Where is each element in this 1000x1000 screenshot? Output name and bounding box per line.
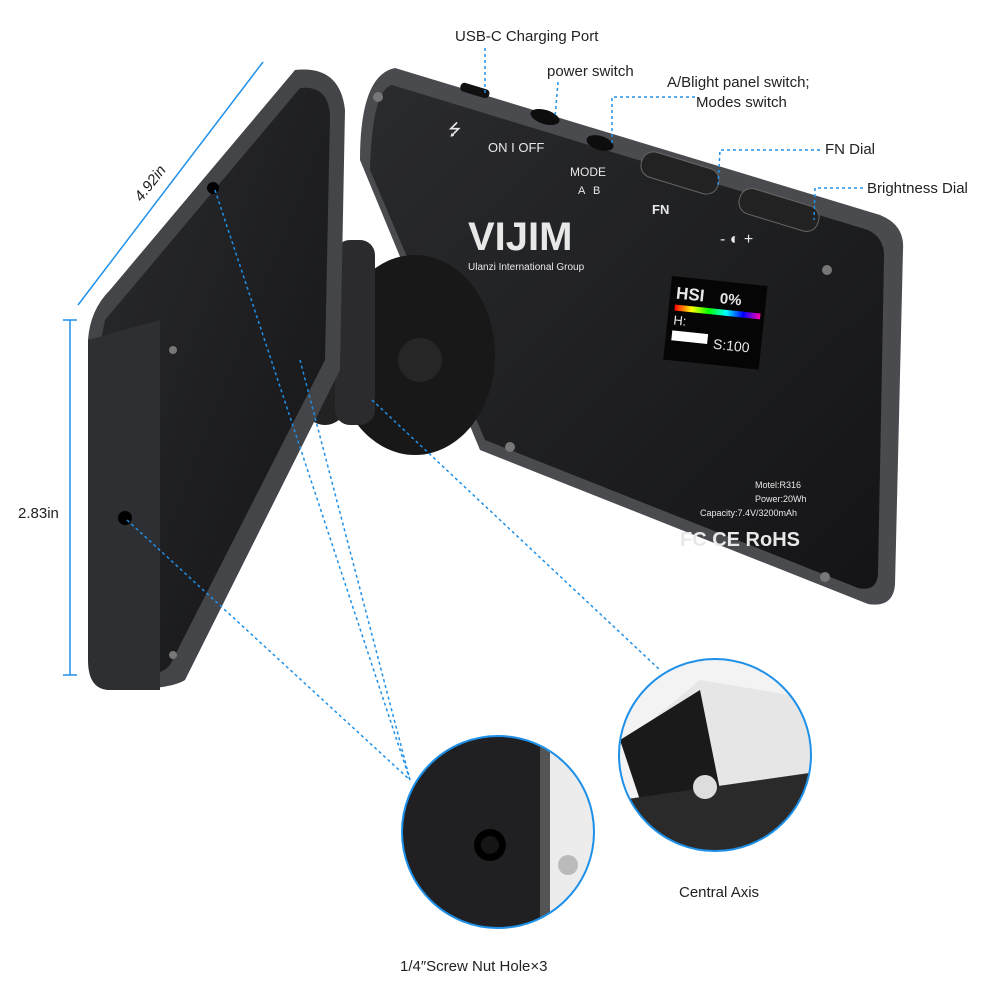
screen-saturation: S:100 [712,336,750,356]
screw-icon [505,442,515,452]
oled-screen: HSI 0% H: S:100 [663,276,768,370]
callout-central-axis: Central Axis [679,884,760,901]
model-label: Motel:R316 [755,480,801,490]
certification-marks: FC CE RoHS [680,529,800,551]
screw-hole [207,182,219,194]
callout-screw-hole: 1/4″Screw Nut Hole×3 [400,958,548,975]
screen-brightness: 0% [719,290,742,309]
screw-icon [822,265,832,275]
mode-switch [586,135,614,151]
screw-icon [373,92,383,102]
callout-fn-dial: FN Dial [825,141,876,158]
brightness-dial [738,188,820,232]
leader-lines [126,48,863,781]
on-off-label: ON I OFF [488,140,544,155]
mode-label: MODE [570,165,606,179]
power-switch [530,108,560,126]
capacity-label: Capacity:7.4V/3200mAh [700,508,797,518]
callout-power-switch: power switch [547,63,634,80]
dimension-height: 2.83in [18,505,59,522]
main-light-panel: ⭍ ON I OFF MODE A B FN - ◐ + VIJIM Ulanz… [360,68,904,605]
hue-bar [674,304,761,320]
battery-icon [671,330,709,345]
callout-modes-switch: Modes switch [696,94,787,111]
screw-icon [169,651,177,659]
back-panel [88,69,345,690]
detail-screw-hole [401,735,595,929]
brightness-icon: - ◐ + [720,231,753,248]
usb-icon: ⭍ [448,121,461,139]
power-label: Power:20Wh [755,494,807,504]
mode-a-label: A [578,185,586,197]
callout-ab-switch: A/Blight panel switch; [667,74,810,91]
usb-c-port [460,82,490,99]
callout-brightness-dial: Brightness Dial [867,180,968,197]
mode-b-label: B [593,185,600,197]
brand-subtitle: Ulanzi International Group [468,262,585,273]
screw-hole [118,511,132,525]
fn-label: FN [652,202,669,217]
callout-usb-c: USB-C Charging Port [455,28,599,45]
screw-icon [820,572,830,582]
brand-logo: VIJIM [468,215,572,259]
dimension-lines [63,61,264,676]
screen-hue-label: H: [673,312,687,328]
screen-mode: HSI [675,284,705,306]
screw-icon [169,346,177,354]
detail-central-axis [618,658,812,852]
